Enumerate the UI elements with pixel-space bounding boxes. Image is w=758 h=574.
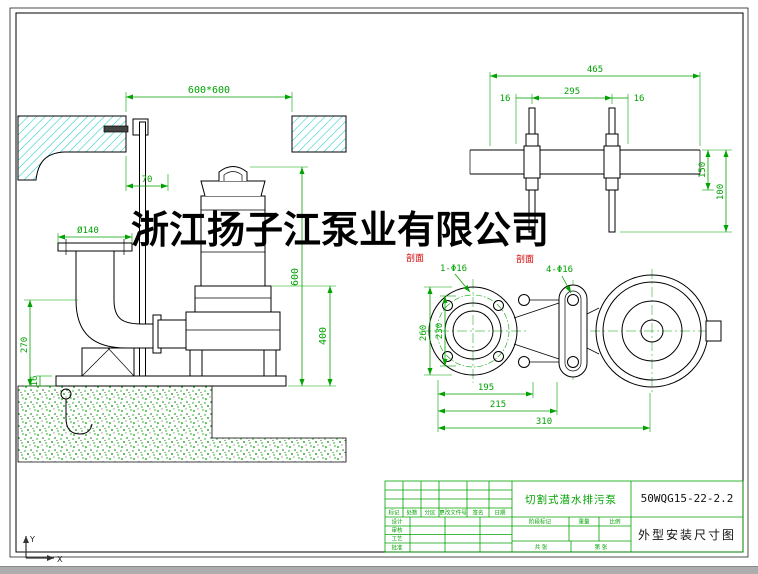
tb-approve: 批准: [391, 544, 403, 552]
dim-bracket-right: 16: [634, 94, 645, 104]
tb-page: 第 张: [595, 543, 608, 551]
sheet-border: [9, 7, 749, 558]
tb-drawing-title: 外型安装尺寸图: [638, 527, 736, 542]
dim-opening: 600*600: [188, 85, 230, 96]
guide-rail: [103, 118, 149, 377]
watermark-text: 浙江扬子江泵业有限公司: [131, 207, 549, 252]
dim-baseplate: 16: [30, 376, 40, 387]
bottom-scrollbar[interactable]: [0, 566, 758, 574]
tb-weight: 重量: [578, 518, 590, 526]
dim-bracket-v-inner: 150: [698, 162, 708, 178]
label-hole-right: 4-Φ16: [546, 265, 573, 275]
bracket-view: 465 295 16 16 150 100: [469, 65, 732, 233]
tb-scale: 比例: [609, 518, 621, 526]
tb-sheets: 共 张: [535, 543, 548, 551]
dim-flange-od: 260: [419, 325, 429, 341]
ucs-y-label: Y: [29, 535, 35, 544]
bracket-dimensions: 465 295 16 16 150 100: [489, 65, 732, 233]
pump-body: [152, 166, 281, 377]
ucs-x-label: X: [57, 555, 63, 564]
dim-rail-offset: 70: [142, 175, 153, 185]
discharge-flange: [513, 284, 600, 378]
label-section-left: 剖面: [406, 252, 424, 264]
volute-casing: [595, 274, 722, 388]
tb-rev-docno: 更改文件号: [439, 509, 467, 517]
dim-bracket-v-outer: 100: [716, 184, 726, 200]
tb-design: 设计: [391, 518, 403, 526]
slab-left: [17, 115, 127, 181]
tb-rev-date: 日期: [494, 510, 506, 517]
tb-rev-mark: 标记: [388, 509, 400, 517]
dim-plan-b: 215: [490, 400, 506, 410]
dim-plan-c: 310: [536, 417, 552, 427]
dim-total-height: 600: [290, 268, 301, 286]
dim-bracket-left: 16: [500, 94, 511, 104]
dim-body-height: 400: [318, 327, 329, 345]
tb-stage: 阶段标记: [529, 518, 552, 526]
tb-rev-count: 处数: [406, 509, 418, 517]
tb-model: 50WQG15-22-2.2: [641, 492, 734, 505]
dim-bolt-circle: 230: [435, 323, 445, 339]
anchor-hook: [60, 388, 93, 435]
dim-bracket-overall: 465: [587, 65, 603, 75]
tb-rev-zone: 分区: [424, 509, 436, 517]
tb-process: 工艺: [391, 536, 403, 543]
elevation-dimensions: 600*600 70 Ø140 270 16 600 400: [20, 85, 336, 386]
tb-check: 审核: [391, 526, 403, 534]
plan-view: 剖面 1-Φ16 剖面 4-Φ16 260 230 195 215 31: [406, 252, 722, 432]
elevation-view: 600*600 70 Ø140 270 16 600 400: [17, 85, 347, 463]
plan-labels: 剖面 1-Φ16 剖面 4-Φ16: [406, 252, 573, 294]
title-block: 标记 处数 分区 更改文件号 签名 日期 设计 审核 工艺 批准 阶段标记 重量…: [384, 480, 744, 553]
plan-dimensions: 260 230 195 215 310: [419, 286, 651, 432]
tb-rev-sign: 签名: [472, 509, 483, 517]
label-hole-left: 1-Φ16: [440, 264, 467, 274]
label-section-right: 剖面: [516, 253, 534, 265]
bracket-geometry: [469, 107, 701, 233]
dim-plan-a: 195: [478, 383, 494, 393]
slab-right: [291, 115, 347, 153]
dim-depth: 270: [20, 337, 30, 353]
dim-flange-diameter: Ø140: [77, 225, 99, 236]
dim-bracket-centers: 295: [564, 87, 580, 97]
ground-concrete: [17, 385, 347, 463]
ucs-icon: X Y: [23, 535, 63, 564]
tb-product-name: 切割式潜水排污泵: [525, 493, 617, 506]
